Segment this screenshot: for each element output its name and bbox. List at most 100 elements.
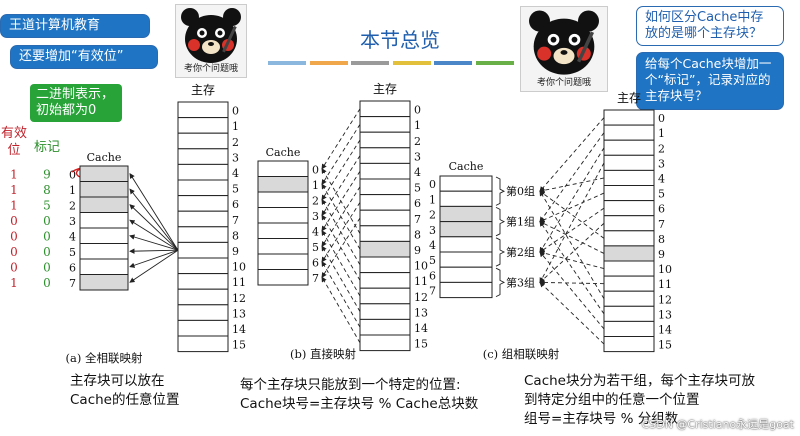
tag-value: 0 <box>43 245 51 259</box>
valid-bit-value: 1 <box>10 183 18 197</box>
caption-set-associative: (c) 组相联映射 <box>483 347 560 361</box>
mapping-arrow <box>539 117 605 192</box>
cache-b-block <box>257 222 309 239</box>
mapping-arrow <box>539 251 605 330</box>
mapping-arrow <box>321 155 361 217</box>
cache-c-block-number: 4 <box>429 239 436 252</box>
tag-value: 8 <box>43 183 51 197</box>
cache-label: Cache <box>87 151 122 164</box>
mapping-arrow <box>321 260 361 328</box>
valid-bit-header: 有效 <box>1 126 27 141</box>
cache-a-block-number: 1 <box>69 184 76 197</box>
memory-c-block-number: 11 <box>658 278 672 291</box>
memory-a-block <box>177 117 229 134</box>
memory-c-block <box>603 245 655 262</box>
memory-c-block-number: 0 <box>658 112 665 125</box>
cache-b-block <box>257 269 309 286</box>
cache-c-block-number: 0 <box>429 178 436 191</box>
memory-c-block-number: 15 <box>658 339 672 352</box>
memory-a-block <box>177 132 229 150</box>
mapping-arrow <box>129 249 179 283</box>
group-brace <box>495 237 506 267</box>
memory-b-block <box>359 147 411 164</box>
cache-b-block-number: 0 <box>312 164 319 177</box>
memory-c-block <box>603 185 655 202</box>
cache-c-block-number: 1 <box>429 193 436 206</box>
cache-label: Cache <box>266 146 301 159</box>
memory-c-block <box>603 290 655 307</box>
cache-b-block-number: 7 <box>312 272 319 285</box>
mapping-arrow <box>321 229 361 297</box>
mapping-arrow <box>539 220 605 315</box>
memory-c-block <box>603 200 655 217</box>
group-label: 第3组 <box>506 275 535 289</box>
cache-c-block-number: 2 <box>429 209 436 222</box>
cache-a-block-number: 4 <box>69 231 76 244</box>
cache-c-block <box>439 251 493 268</box>
memory-a-block-number: 6 <box>232 198 239 211</box>
memory-c-block-number: 3 <box>658 157 665 170</box>
memory-c-block-number: 9 <box>658 248 665 261</box>
mapping-arrow <box>539 147 605 253</box>
mapping-arrow <box>129 188 179 251</box>
cache-a-block <box>79 258 129 275</box>
memory-label: 主存 <box>373 82 397 96</box>
mapping-arrow <box>321 139 361 201</box>
caption-direct-mapped: (b) 直接映射 <box>290 347 356 361</box>
memory-c-block-number: 14 <box>658 324 672 337</box>
memory-b-block-number: 7 <box>414 213 421 226</box>
watermark: CSDN @Cristiano永远是goat <box>641 418 794 431</box>
memory-c-block-number: 1 <box>658 127 665 140</box>
memory-c-block <box>603 260 655 277</box>
valid-bit-header: 位 <box>7 143 20 158</box>
cache-b-block-number: 2 <box>312 195 319 208</box>
title-stripe <box>475 61 514 65</box>
memory-c-block <box>603 215 655 232</box>
group-label: 第2组 <box>506 245 535 259</box>
memory-b-block-number: 10 <box>414 260 428 273</box>
cache-b-block-number: 5 <box>312 241 319 254</box>
memory-a-block-number: 4 <box>232 167 239 180</box>
cache-a-block <box>79 227 129 244</box>
valid-bit-value: 0 <box>10 261 18 275</box>
mapping-arrow <box>539 250 605 269</box>
cache-a-block-number: 7 <box>69 277 76 290</box>
memory-c-block <box>603 230 655 247</box>
memory-c-block-number: 7 <box>658 218 665 231</box>
memory-c-block <box>603 336 655 353</box>
title-stripe <box>351 61 389 65</box>
memory-b-block-number: 9 <box>414 244 421 257</box>
group-label: 第0组 <box>506 184 535 198</box>
mapping-arrow <box>321 124 361 186</box>
memory-a-block-number: 12 <box>232 292 246 305</box>
cache-a-block-number: 5 <box>69 246 76 259</box>
cache-b-block-number: 6 <box>312 257 319 270</box>
mapping-arrow <box>539 192 605 223</box>
memory-a-block-number: 3 <box>232 151 239 164</box>
memory-c-block <box>603 275 655 292</box>
memory-b-block <box>359 194 411 211</box>
cache-b-block <box>257 176 309 193</box>
speech-bubble-clipped: 王道计算机教育 <box>0 14 150 38</box>
question-bubble: 如何区分Cache中存放的是哪个主存块？ <box>636 6 784 46</box>
tag-value: 0 <box>43 214 51 228</box>
title-stripe <box>392 61 431 65</box>
memory-c-block <box>603 305 655 322</box>
group-brace <box>495 267 506 298</box>
group-brace <box>495 176 506 206</box>
mapping-arrow <box>129 219 179 251</box>
memory-b-block <box>359 334 411 352</box>
mapping-arrow <box>129 234 179 251</box>
cache-c-block <box>439 205 493 223</box>
bear-face-icon <box>181 8 241 63</box>
memory-a-block-number: 5 <box>232 183 239 196</box>
cache-a-block <box>79 243 129 260</box>
title-stripe <box>268 61 306 65</box>
memory-label: 主存 <box>191 83 215 97</box>
cache-a-block-number: 2 <box>69 200 76 213</box>
cache-c-block <box>439 281 493 299</box>
valid-bit-value: 1 <box>10 276 18 290</box>
cache-c-block <box>439 236 493 253</box>
memory-a-block <box>177 148 229 165</box>
mapping-arrow <box>321 167 361 234</box>
